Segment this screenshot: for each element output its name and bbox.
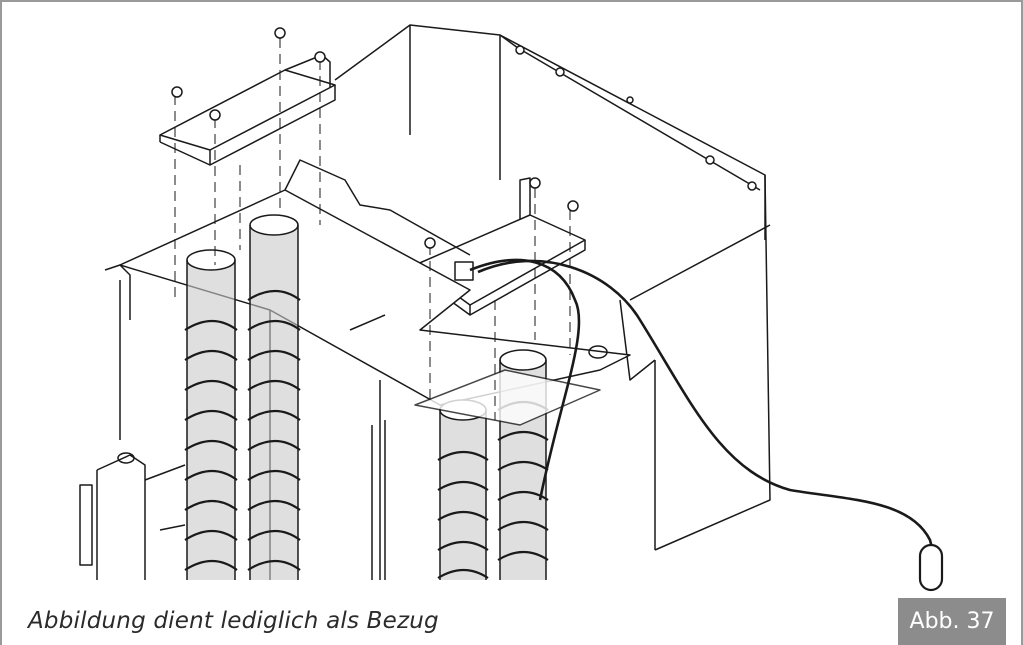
housing-panel bbox=[334, 24, 771, 551]
fastener-nuts bbox=[171, 27, 757, 249]
right-heating-coils bbox=[414, 345, 608, 580]
left-heating-coils bbox=[184, 214, 301, 580]
figure-caption: Abbildung dient lediglich als Bezug bbox=[28, 608, 439, 634]
base-plate bbox=[104, 159, 631, 580]
sensor-cable bbox=[469, 258, 944, 592]
upper-left-bracket bbox=[159, 54, 336, 166]
alignment-lines bbox=[174, 38, 571, 420]
lower-left-assembly bbox=[79, 420, 386, 580]
figure-label-badge: Abb. 37 bbox=[898, 598, 1006, 645]
